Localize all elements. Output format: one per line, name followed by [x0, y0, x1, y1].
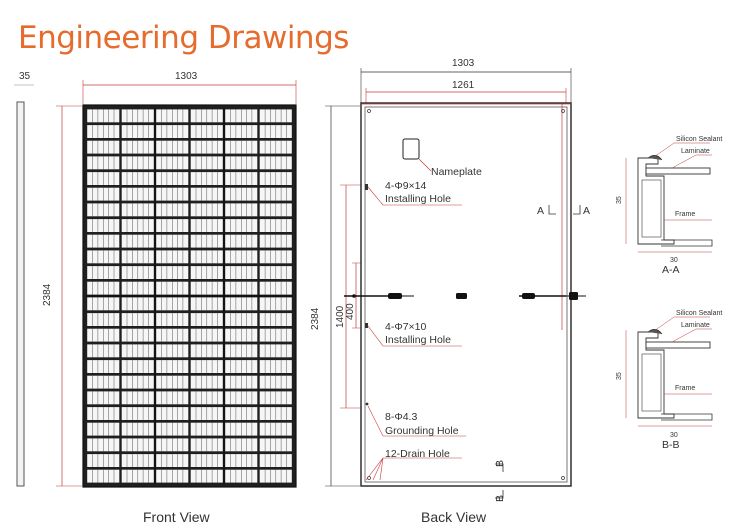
section-bb-caption: B-B — [662, 439, 680, 451]
section-a-mark-right: A — [583, 205, 590, 217]
ground-hole-code: 8-Φ4.3 — [385, 411, 417, 423]
laminate-aa — [645, 167, 711, 175]
hole-span-label: 1400 — [335, 305, 346, 328]
ground-hole — [561, 476, 565, 480]
section-aa-width: 30 — [670, 257, 678, 264]
section-bb-height: 35 — [616, 372, 623, 380]
nameplate-label: Nameplate — [431, 166, 482, 178]
side-thickness-label: 35 — [19, 71, 31, 82]
silicon-label-aa: Silicon Sealant — [676, 136, 722, 143]
frame-profile-aa — [637, 157, 675, 245]
frame-label-aa: Frame — [675, 211, 695, 218]
silicon-sealant-bb — [647, 329, 663, 335]
frame-label-bb: Frame — [675, 385, 695, 392]
back-outer-width-label: 1303 — [452, 58, 475, 69]
front-width-label: 1303 — [175, 71, 198, 82]
page-title: Engineering Drawings — [18, 20, 349, 56]
nameplate — [402, 138, 420, 160]
front-view-label: Front View — [143, 509, 210, 525]
install-hole-7-text: Installing Hole — [385, 334, 451, 346]
junction-box — [456, 293, 467, 299]
install-hole-7-code: 4-Φ7×10 — [385, 321, 427, 333]
back-frame-inner — [364, 106, 568, 483]
back-height-label: 2384 — [310, 307, 321, 330]
hole-span-inner-label: 400 — [345, 303, 356, 320]
section-a-mark-left: A — [537, 205, 544, 217]
section-aa-caption: A-A — [662, 264, 680, 276]
silicon-label-bb: Silicon Sealant — [676, 310, 722, 317]
silicon-sealant-aa — [647, 155, 663, 161]
back-view-label: Back View — [421, 509, 487, 525]
laminate-label-aa: Laminate — [681, 148, 710, 155]
frame-profile-bb — [637, 331, 675, 419]
drain-hole-label: 12-Drain Hole — [385, 448, 450, 460]
install-hole-9-text: Installing Hole — [385, 193, 451, 205]
front-height-label: 2384 — [42, 283, 53, 306]
side-frame — [16, 101, 25, 487]
back-inner-width-label: 1261 — [452, 80, 475, 91]
section-b-mark-top: B — [494, 460, 506, 467]
connector-right — [522, 293, 535, 299]
front-view: 1303 2384 — [42, 71, 297, 488]
section-bb-width: 30 — [670, 432, 678, 439]
back-view: 1303 1261 2384 1400 400 Nameplate — [310, 58, 590, 502]
side-profile: 35 — [14, 71, 34, 487]
ground-hole — [561, 109, 565, 113]
installing-hole — [365, 184, 368, 190]
section-aa-detail: 35 Silicon Sealant Laminate Frame 30 A-A — [616, 136, 722, 276]
connector-left — [388, 293, 402, 299]
section-b-mark-bottom: B — [494, 495, 506, 502]
section-aa-height: 35 — [616, 196, 623, 204]
ground-hole-text: Grounding Hole — [385, 425, 459, 437]
section-bb-detail: 35 Silicon Sealant Laminate Frame 30 B-B — [616, 310, 722, 451]
laminate-bb — [645, 341, 711, 349]
laminate-label-bb: Laminate — [681, 322, 710, 329]
install-hole-9-code: 4-Φ9×14 — [385, 180, 427, 192]
ground-hole — [367, 109, 371, 113]
ground-hole — [365, 402, 369, 406]
installing-hole — [365, 323, 368, 328]
solar-cell-grid — [86, 108, 293, 484]
